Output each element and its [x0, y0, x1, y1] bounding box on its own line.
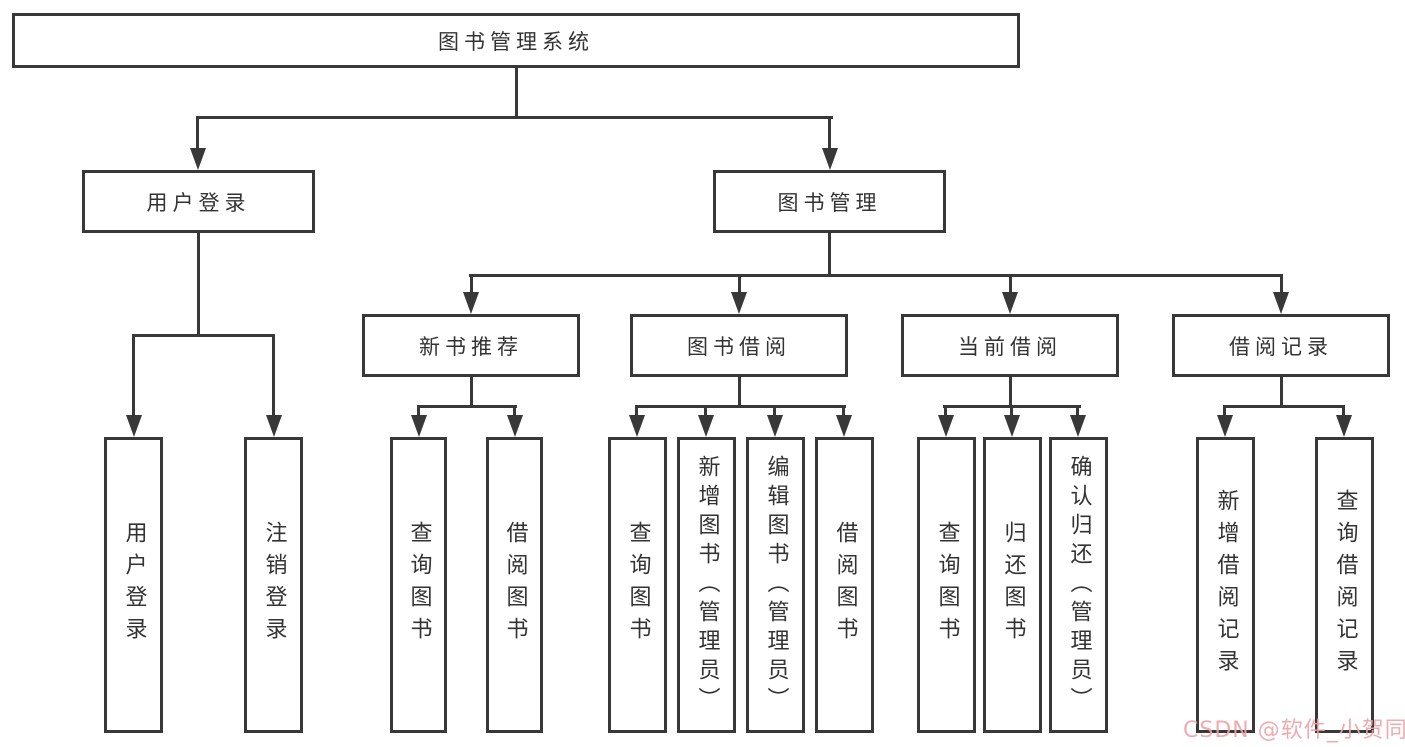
leaf-add-book-admin-label: 新增图书（管理员） [694, 454, 720, 716]
node-current-borrow-label: 当前借阅 [958, 334, 1062, 359]
leaf-confirm-return-admin: 确认归还（管理员） [1049, 437, 1108, 733]
connector-to-book-management [828, 116, 831, 150]
leaf-borrow-book-2-label: 借阅图书 [832, 521, 858, 649]
node-book-management: 图书管理 [713, 170, 946, 233]
connector-to-book-borrow [738, 274, 741, 294]
connector-login-stem [197, 233, 200, 336]
connector-mgmt-bar [469, 274, 1283, 277]
arrow-down-icon [731, 292, 747, 314]
arrow-down-icon [1273, 292, 1289, 314]
arrow-down-icon [767, 415, 783, 437]
node-borrow-records-label: 借阅记录 [1229, 334, 1333, 359]
leaf-query-book-2: 查询图书 [608, 437, 667, 733]
connector-leaf [704, 405, 707, 417]
arrow-down-icon [1070, 415, 1086, 437]
node-book-borrow-label: 图书借阅 [687, 334, 791, 359]
node-book-borrow: 图书借阅 [630, 314, 848, 377]
connector-current-stem [1009, 377, 1012, 408]
connector-leaf [944, 405, 947, 417]
leaf-confirm-return-admin-label: 确认归还（管理员） [1066, 454, 1092, 716]
arrow-down-icon [411, 415, 427, 437]
leaf-user-login: 用户登录 [104, 437, 163, 733]
connector-leaf [1223, 405, 1226, 417]
connector-to-current-borrow [1009, 274, 1012, 294]
leaf-logout: 注销登录 [244, 437, 303, 733]
leaf-borrow-book-1-label: 借阅图书 [502, 521, 528, 649]
node-root-label: 图书管理系统 [438, 29, 594, 54]
arrow-down-icon [190, 148, 206, 170]
arrow-down-icon [1002, 292, 1018, 314]
node-borrow-records: 借阅记录 [1172, 314, 1390, 377]
leaf-add-borrow-record: 新增借阅记录 [1196, 437, 1255, 733]
node-new-book-recommend-label: 新书推荐 [419, 334, 523, 359]
leaf-add-book-admin: 新增图书（管理员） [677, 437, 736, 733]
arrow-down-icon [507, 415, 523, 437]
connector-newbook-stem [470, 377, 473, 408]
leaf-edit-book-admin: 编辑图书（管理员） [746, 437, 805, 733]
arrow-down-icon [463, 292, 479, 314]
arrow-down-icon [1217, 415, 1233, 437]
leaf-borrow-book-2: 借阅图书 [815, 437, 874, 733]
arrow-down-icon [822, 148, 838, 170]
arrow-down-icon [1004, 415, 1020, 437]
connector-records-bar [1223, 405, 1345, 408]
connector-leaf [417, 405, 420, 417]
connector-records-stem [1280, 377, 1283, 408]
arrow-down-icon [629, 415, 645, 437]
leaf-logout-label: 注销登录 [261, 521, 287, 649]
connector-newbook-bar [417, 405, 517, 408]
leaf-borrow-book-1: 借阅图书 [486, 437, 543, 733]
leaf-query-book-2-label: 查询图书 [625, 521, 651, 649]
connector-root-bar [196, 116, 833, 119]
connector-root-stem [515, 68, 518, 118]
leaf-user-login-label: 用户登录 [121, 521, 147, 649]
watermark: CSDN @软件_小贺同学 [1183, 718, 1405, 743]
connector-borrow-bar [635, 405, 846, 408]
connector-leaf [842, 405, 845, 417]
node-current-borrow: 当前借阅 [901, 314, 1119, 377]
node-root: 图书管理系统 [12, 13, 1020, 68]
connector-login-bar [132, 334, 275, 337]
leaf-query-borrow-record-label: 查询借阅记录 [1332, 489, 1358, 681]
node-user-login: 用户登录 [82, 170, 315, 233]
leaf-return-book: 归还图书 [983, 437, 1042, 733]
leaf-add-borrow-record-label: 新增借阅记录 [1213, 489, 1239, 681]
connector-to-borrow-records [1280, 274, 1283, 294]
connector-to-leaf-user-login [132, 334, 135, 415]
node-new-book-recommend: 新书推荐 [362, 314, 580, 377]
connector-mgmt-stem [828, 233, 831, 276]
arrow-down-icon [126, 415, 142, 437]
connector-to-new-book [470, 274, 473, 294]
connector-to-leaf-logout [272, 334, 275, 415]
connector-to-user-login [196, 116, 199, 150]
leaf-return-book-label: 归还图书 [1000, 521, 1026, 649]
connector-leaf [1076, 405, 1079, 417]
leaf-query-book-3-label: 查询图书 [934, 521, 960, 649]
arrow-down-icon [698, 415, 714, 437]
leaf-query-book-3: 查询图书 [917, 437, 976, 733]
arrow-down-icon [836, 415, 852, 437]
connector-leaf [513, 405, 516, 417]
connector-leaf [635, 405, 638, 417]
arrow-down-icon [1336, 415, 1352, 437]
leaf-edit-book-admin-label: 编辑图书（管理员） [763, 454, 789, 716]
arrow-down-icon [266, 415, 282, 437]
connector-leaf [1010, 405, 1013, 417]
leaf-query-book-1-label: 查询图书 [406, 521, 432, 649]
leaf-query-borrow-record: 查询借阅记录 [1315, 437, 1374, 733]
connector-borrow-stem [738, 377, 741, 408]
node-user-login-label: 用户登录 [146, 190, 251, 215]
connector-leaf [1342, 405, 1345, 417]
node-book-management-label: 图书管理 [777, 190, 882, 215]
arrow-down-icon [938, 415, 954, 437]
leaf-query-book-1: 查询图书 [390, 437, 447, 733]
connector-leaf [773, 405, 776, 417]
